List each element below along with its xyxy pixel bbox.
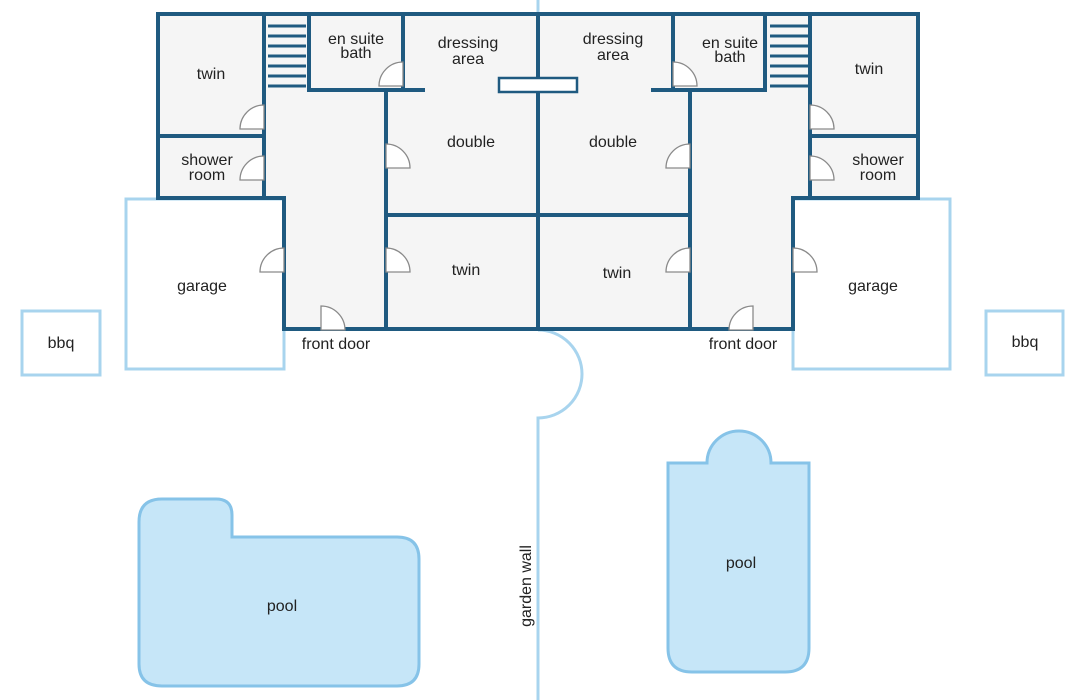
right-garage bbox=[791, 197, 952, 371]
left-bbq bbox=[20, 309, 102, 377]
left-garage bbox=[124, 197, 286, 371]
label-right-front-door: front door bbox=[709, 336, 778, 353]
label-left-bbq: bbq bbox=[48, 335, 75, 352]
label-garden-wall: garden wall bbox=[518, 545, 535, 627]
label-left-dressing-area: area bbox=[452, 51, 484, 68]
left-pool bbox=[137, 497, 421, 688]
label-left-twin: twin bbox=[197, 66, 225, 83]
label-right-double: double bbox=[589, 134, 637, 151]
door-right-twin[interactable] bbox=[809, 104, 835, 130]
label-left-shower: shower bbox=[181, 152, 233, 169]
label-left-front-door: front door bbox=[302, 336, 371, 353]
label-right-twin-mid: twin bbox=[603, 265, 631, 282]
label-left-dressing: dressing bbox=[438, 35, 498, 52]
dressing-wardrobe bbox=[497, 76, 579, 94]
doors bbox=[239, 61, 835, 331]
label-right-dressing-area: area bbox=[597, 47, 629, 64]
door-left-ensuite[interactable] bbox=[378, 61, 404, 87]
label-left-twin-mid: twin bbox=[452, 262, 480, 279]
label-right-dressing: dressing bbox=[583, 31, 643, 48]
door-right-shower[interactable] bbox=[809, 155, 835, 181]
door-right-ensuite[interactable] bbox=[672, 61, 698, 87]
label-right-shower: shower bbox=[852, 152, 904, 169]
door-right-double[interactable] bbox=[665, 143, 691, 169]
label-right-pool: pool bbox=[726, 555, 756, 572]
label-left-pool: pool bbox=[267, 598, 297, 615]
right-stairs bbox=[770, 24, 808, 88]
door-left-twin[interactable] bbox=[239, 104, 265, 130]
label-right-shower-room: room bbox=[860, 167, 896, 184]
door-left-front[interactable] bbox=[320, 305, 346, 331]
right-pool bbox=[666, 429, 811, 674]
door-left-double[interactable] bbox=[385, 143, 411, 169]
label-right-garage: garage bbox=[848, 278, 898, 295]
label-left-garage: garage bbox=[177, 278, 227, 295]
door-right-twin-mid[interactable] bbox=[665, 247, 691, 273]
label-left-ensuite: en suite bbox=[328, 31, 384, 48]
left-stairs bbox=[268, 24, 306, 88]
label-right-bbq: bbq bbox=[1012, 334, 1039, 351]
garden-wall bbox=[536, 0, 584, 700]
label-left-double: double bbox=[447, 134, 495, 151]
label-right-ensuite-bath: bath bbox=[714, 49, 745, 66]
door-left-shower[interactable] bbox=[239, 155, 265, 181]
label-left-shower-room: room bbox=[189, 167, 225, 184]
label-left-ensuite-bath: bath bbox=[340, 45, 371, 62]
door-right-garage[interactable] bbox=[792, 247, 818, 273]
label-right-ensuite: en suite bbox=[702, 35, 758, 52]
door-right-front[interactable] bbox=[728, 305, 754, 331]
door-left-twin-mid[interactable] bbox=[385, 247, 411, 273]
label-right-twin: twin bbox=[855, 61, 883, 78]
door-left-garage[interactable] bbox=[259, 247, 285, 273]
right-bbq bbox=[984, 309, 1065, 377]
